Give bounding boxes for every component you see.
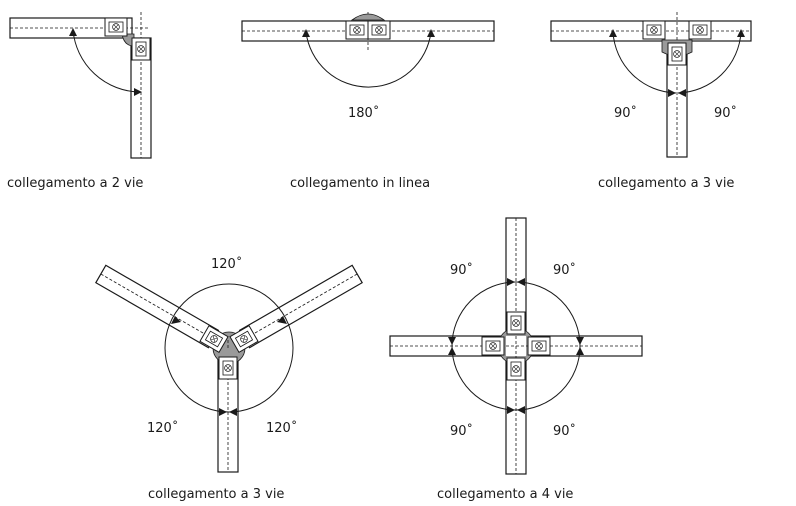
caption-inline: collegamento in linea <box>290 176 430 191</box>
angle-label: 180˚ <box>348 105 379 121</box>
arrow-right-down <box>576 347 584 355</box>
figure-two-way: collegamento a 2 vie <box>7 12 152 191</box>
angle-label: 120˚ <box>147 420 178 436</box>
arrow-center-right <box>678 89 686 97</box>
figure-three-way-y: 120˚ 120˚ 120˚ collegamento a 3 vie <box>95 256 363 502</box>
angle-label: 90˚ <box>450 262 473 278</box>
arrow-right <box>737 29 745 37</box>
arrow-bottom-left <box>507 406 515 414</box>
arrow-right-arm <box>277 316 287 324</box>
arrow-center-left <box>668 89 676 97</box>
caption-two-way: collegamento a 2 vie <box>7 176 143 191</box>
caption-three-way-y: collegamento a 3 vie <box>148 487 284 502</box>
caption-three-way-t: collegamento a 3 vie <box>598 176 734 191</box>
arrow-top-right <box>517 278 525 286</box>
angle-label: 90˚ <box>553 262 576 278</box>
figure-three-way-t: 90˚ 90˚ collegamento a 3 vie <box>550 12 752 191</box>
arrow-left-down <box>448 347 456 355</box>
angle-label: 120˚ <box>266 420 297 436</box>
angle-label: 90˚ <box>714 105 737 121</box>
arrow-bottom-right <box>229 408 237 416</box>
arrow-right-up <box>576 337 584 345</box>
arrow-left-arm <box>171 316 181 324</box>
caption-four-way: collegamento a 4 vie <box>437 487 573 502</box>
angle-label: 90˚ <box>553 423 576 439</box>
arrow-down <box>134 88 142 96</box>
arrow-left <box>302 29 310 37</box>
arrow-left-up <box>448 337 456 345</box>
figure-inline: 180˚ collegamento in linea <box>241 12 495 191</box>
figure-four-way: 90˚ 90˚ 90˚ 90˚ collegamento a 4 vie <box>389 217 643 502</box>
angle-label: 120˚ <box>211 256 242 272</box>
arrow-left <box>609 29 617 37</box>
angle-label: 90˚ <box>614 105 637 121</box>
arrow-bottom-right <box>517 406 525 414</box>
arrow-left <box>69 28 77 36</box>
angle-label: 90˚ <box>450 423 473 439</box>
arrow-top-left <box>507 278 515 286</box>
arrow-right <box>427 29 435 37</box>
arrow-bottom-left <box>219 408 227 416</box>
